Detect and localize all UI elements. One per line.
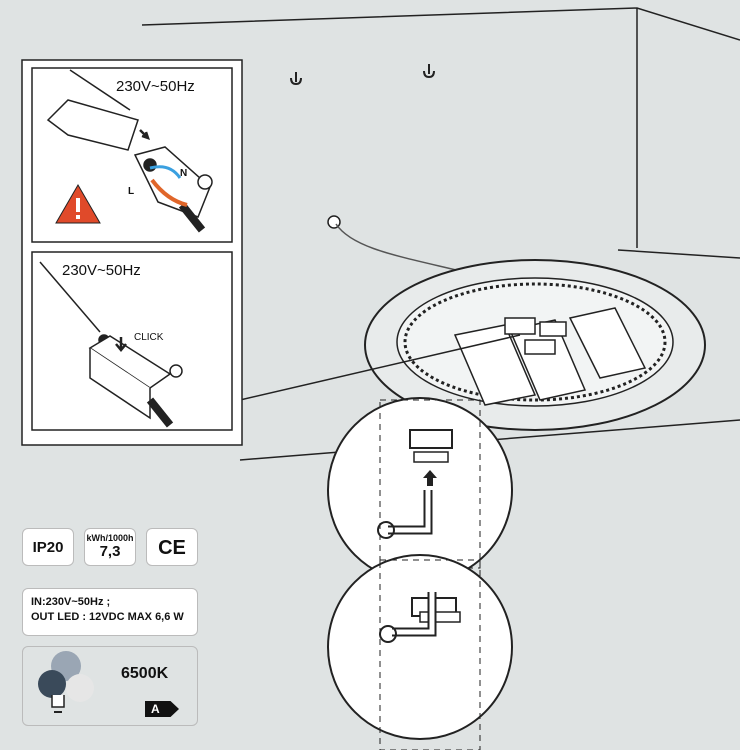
callout-line	[239, 334, 521, 401]
up-arrow-icon	[423, 470, 437, 486]
neutral-label: N	[180, 168, 188, 179]
terminal-block-open	[46, 69, 213, 233]
color-temperature: 6500K	[121, 665, 169, 682]
click-label: CLICK	[134, 332, 164, 343]
warning-icon	[55, 184, 101, 224]
down-arrow-icon	[139, 129, 150, 140]
mirror-back	[364, 259, 706, 431]
ce-mark-badge: CE	[146, 528, 198, 566]
step2-voltage: 230V~50Hz	[62, 262, 141, 279]
ce-mark-text: CE	[158, 537, 186, 559]
hook-detail-mounted	[327, 554, 513, 750]
energy-value: 7,3	[99, 543, 121, 560]
energy-unit: kWh/1000h	[86, 533, 134, 543]
wall-hook-right	[423, 64, 435, 79]
energy-consumption-badge: kWh/1000h 7,3	[84, 528, 136, 566]
ip-rating-badge: IP20	[22, 528, 74, 566]
live-wire	[150, 178, 188, 207]
wall-hook-left	[290, 72, 302, 86]
live-label: L	[128, 186, 135, 197]
terminal-block-closed	[39, 261, 183, 428]
step1-voltage: 230V~50Hz	[116, 78, 195, 95]
bulb-icon	[38, 651, 94, 713]
electrical-input: IN:230V~50Hz ;	[31, 596, 111, 608]
click-arrow-icon	[115, 337, 127, 352]
electrical-output: OUT LED : 12VDC MAX 6,6 W	[31, 611, 184, 623]
light-spec-badge: 6500K A	[22, 646, 198, 726]
electrical-spec-badge: IN:230V~50Hz ; OUT LED : 12VDC MAX 6,6 W	[22, 588, 198, 636]
energy-class-label: A	[145, 701, 179, 717]
ip-rating-text: IP20	[32, 539, 64, 556]
neutral-wire	[149, 165, 182, 179]
